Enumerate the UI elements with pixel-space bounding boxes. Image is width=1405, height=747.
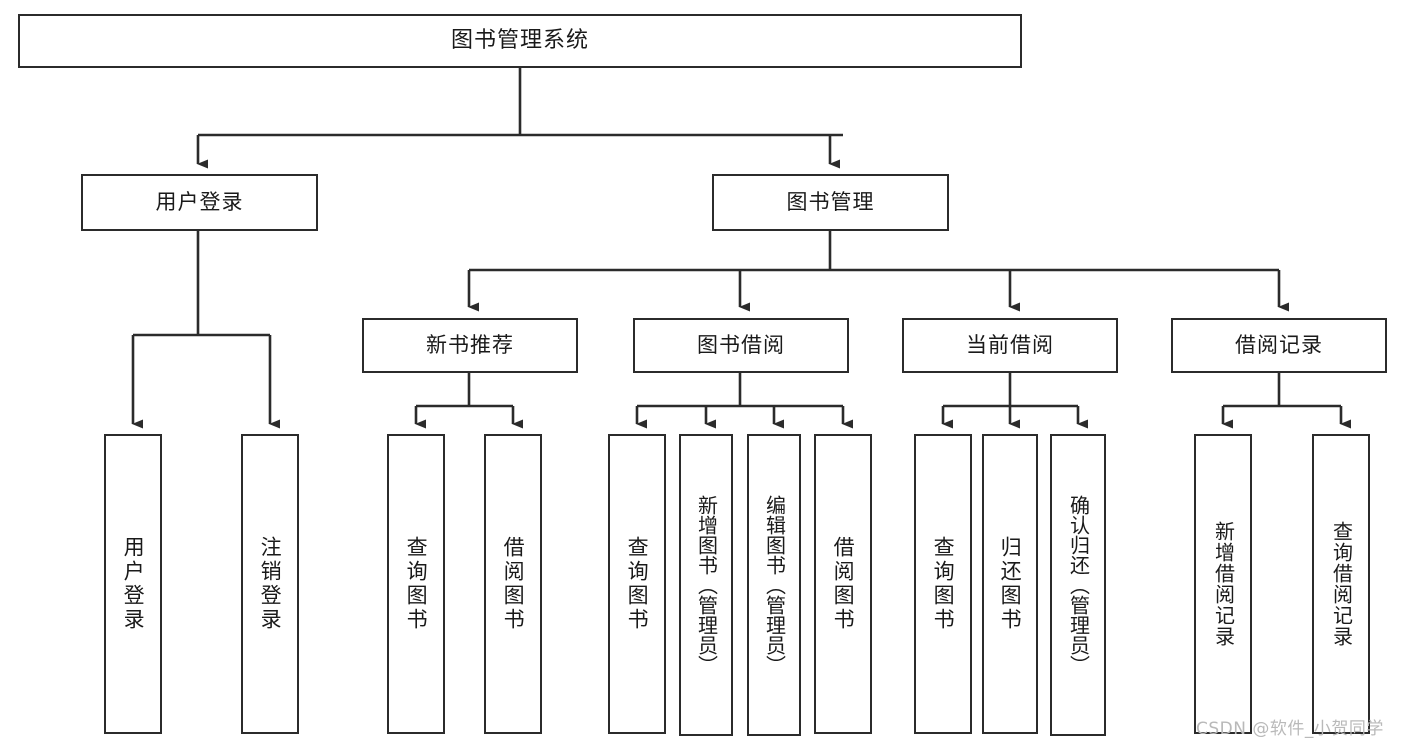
leaf-borrow-record-add[interactable]: 新增借阅记录: [1194, 434, 1252, 734]
node-label: 查询图书: [625, 536, 650, 632]
node-root-system[interactable]: 图书管理系统: [18, 14, 1022, 68]
leaf-new-book-query[interactable]: 查询图书: [387, 434, 445, 734]
node-user-login[interactable]: 用户登录: [81, 174, 318, 231]
leaf-book-borrow-borrow[interactable]: 借阅图书: [814, 434, 872, 734]
node-label: 借阅图书: [501, 536, 526, 632]
leaf-new-book-borrow[interactable]: 借阅图书: [484, 434, 542, 734]
node-label: 当前借阅: [966, 332, 1054, 357]
node-label: 用户登录: [155, 189, 244, 214]
node-book-management[interactable]: 图书管理: [712, 174, 949, 231]
node-label: 图书管理系统: [450, 27, 589, 53]
node-borrow-record[interactable]: 借阅记录: [1171, 318, 1387, 373]
node-label: 借阅记录: [1235, 332, 1323, 357]
node-label: 编辑图书（管理员）: [762, 495, 787, 675]
node-label: 图书管理: [786, 189, 875, 214]
node-label: 图书借阅: [697, 332, 785, 357]
node-label: 归还图书: [998, 536, 1023, 632]
node-label: 确认归还（管理员）: [1066, 495, 1091, 675]
node-current-borrow[interactable]: 当前借阅: [902, 318, 1118, 373]
node-label: 查询图书: [404, 536, 429, 632]
leaf-current-borrow-confirm-return[interactable]: 确认归还（管理员）: [1050, 434, 1106, 736]
leaf-user-login-logout[interactable]: 注销登录: [241, 434, 299, 734]
node-label: 注销登录: [258, 536, 283, 632]
node-label: 用户登录: [121, 536, 146, 632]
leaf-book-borrow-edit[interactable]: 编辑图书（管理员）: [747, 434, 801, 736]
leaf-borrow-record-query[interactable]: 查询借阅记录: [1312, 434, 1370, 734]
node-label: 查询图书: [931, 536, 956, 632]
node-label: 借阅图书: [831, 536, 856, 632]
leaf-book-borrow-add[interactable]: 新增图书（管理员）: [679, 434, 733, 736]
node-book-borrow[interactable]: 图书借阅: [633, 318, 849, 373]
node-label: 新增图书（管理员）: [694, 495, 719, 675]
node-label: 查询借阅记录: [1329, 521, 1354, 647]
leaf-current-borrow-return[interactable]: 归还图书: [982, 434, 1038, 734]
node-new-book-recommend[interactable]: 新书推荐: [362, 318, 578, 373]
leaf-current-borrow-query[interactable]: 查询图书: [914, 434, 972, 734]
leaf-book-borrow-query[interactable]: 查询图书: [608, 434, 666, 734]
node-label: 新增借阅记录: [1211, 521, 1236, 647]
leaf-user-login-login[interactable]: 用户登录: [104, 434, 162, 734]
node-label: 新书推荐: [426, 332, 514, 357]
watermark-credit: CSDN @软件_小贺同学: [1196, 719, 1384, 739]
